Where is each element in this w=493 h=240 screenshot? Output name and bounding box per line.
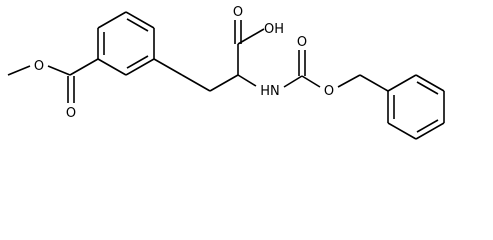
bond-ester-ring (69, 58, 99, 76)
ring2-bond-4 (415, 122, 445, 140)
bond-nh-carbamate (283, 75, 303, 88)
ring2-bond-5 (387, 122, 417, 140)
atom-label-ester-o: O (34, 59, 44, 74)
ring1-inner-2 (126, 18, 149, 32)
ring1-inner-3 (126, 55, 149, 69)
atom-label-carbamate-carbonyl-o: O (297, 35, 307, 50)
atom-label-carbamate-o: O (324, 84, 334, 99)
bond-benzyl-ring (359, 74, 389, 92)
ring1-bond-2 (97, 11, 127, 29)
ring2-bond-1 (387, 74, 417, 92)
atom-label-amine: HN (260, 84, 280, 99)
bond-acid-oh (237, 28, 265, 45)
bond-o-ester-carbon (47, 65, 71, 76)
bond-o-benzyl-ch2 (337, 74, 361, 88)
bond-ch2-alpha (209, 74, 239, 92)
structure-canvas: O O O OH HN O O (7, 5, 445, 140)
bond-alpha-nh (237, 74, 257, 87)
ring2-inner-1 (416, 81, 439, 95)
bond-carbamate-o (301, 75, 321, 88)
bond-methyl-o (7, 65, 31, 76)
bond-ch2-ring2 (181, 74, 211, 92)
atom-label-ester-carbonyl-o: O (66, 106, 76, 121)
ring1-bond-5 (125, 58, 155, 76)
atom-label-hydroxyl: OH (264, 22, 284, 37)
bond-ring-ch2 (153, 58, 183, 76)
ring2-inner-2 (416, 119, 439, 133)
molecule-diagram: O O O OH HN O O (7, 5, 445, 140)
atom-label-acid-carbonyl-o: O (233, 5, 243, 20)
ring2-bond-2 (415, 74, 445, 92)
ring1-bond-3 (125, 11, 155, 29)
ring1-bond-6 (97, 58, 127, 76)
